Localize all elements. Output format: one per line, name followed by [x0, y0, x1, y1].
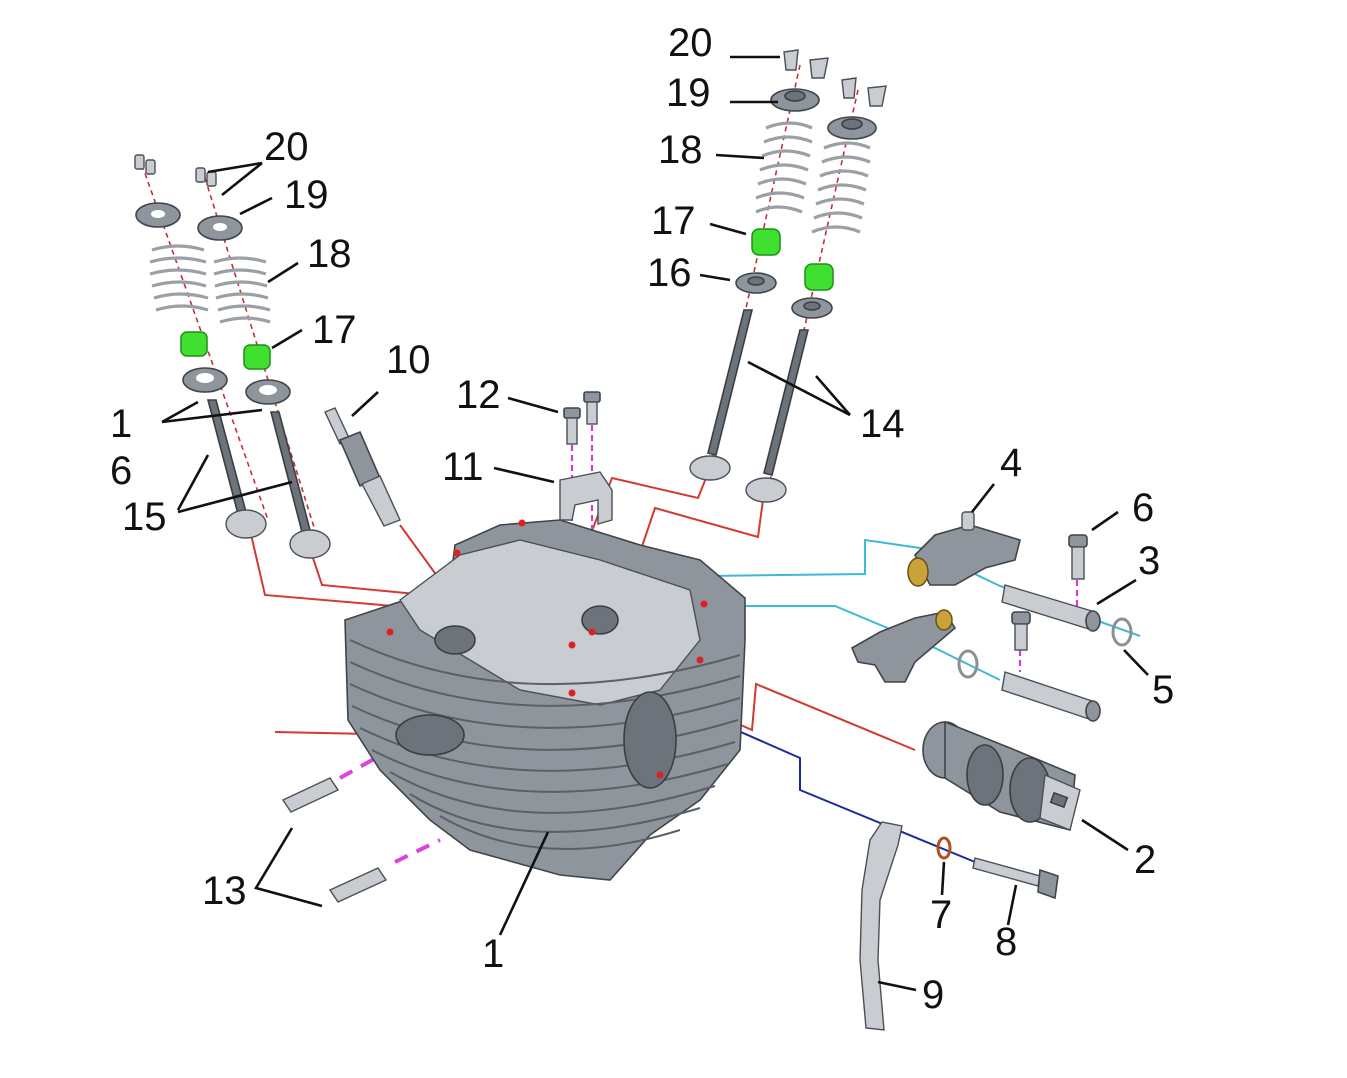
callout-4: 4 [1000, 441, 1022, 485]
bolt-icon [1011, 534, 1088, 651]
callout-13: 13 [202, 869, 247, 913]
callout-11: 11 [442, 445, 484, 489]
dowel-axis-upper [339, 748, 391, 780]
seal-icon [751, 228, 834, 291]
bolt-icon [972, 857, 1059, 900]
callout-8: 8 [995, 920, 1017, 964]
exhaust-port [623, 691, 677, 789]
seal-icon [180, 331, 271, 370]
callout-10: 10 [386, 338, 431, 382]
spark-plug-icon [324, 407, 401, 527]
valve-icon [689, 309, 810, 503]
chain-guide-icon [859, 821, 903, 1031]
callout-9: 9 [922, 973, 944, 1017]
callout-6-left: 6 [110, 449, 132, 493]
o-ring-icon [936, 836, 952, 860]
callout-18-right: 18 [658, 128, 703, 172]
o-ring-icon [957, 617, 1133, 679]
right-valve-assembly [689, 49, 887, 503]
cotter-icon [134, 154, 217, 187]
callout-19-right: 19 [666, 71, 711, 115]
callout-1-bottom: 1 [482, 932, 504, 976]
valve-pocket-right [581, 605, 619, 635]
intake-port [395, 714, 465, 756]
callout-14: 14 [860, 402, 905, 446]
shaft-icon [1001, 584, 1101, 722]
callout-20-right: 20 [668, 21, 713, 65]
rocker-arm-icon [850, 511, 1021, 683]
spring-icon [149, 244, 271, 324]
callout-15: 15 [122, 495, 167, 539]
callout-12: 12 [456, 373, 501, 417]
callout-18-left: 18 [307, 232, 352, 276]
dowel-pin-icon [281, 777, 388, 903]
washer-icon [182, 367, 291, 405]
callout-2: 2 [1134, 838, 1156, 882]
callout-7: 7 [930, 893, 952, 937]
camshaft-guide-line [724, 682, 916, 751]
callout-labels: 20 19 18 17 10 1 6 15 12 11 20 19 18 17 … [110, 21, 1174, 1017]
callout-3: 3 [1138, 539, 1160, 583]
bolt-icon [563, 391, 601, 445]
camshaft-icon [922, 720, 1081, 832]
dowel-axis-lower [394, 838, 441, 864]
retainer-icon [135, 202, 243, 241]
left-valve-assembly [134, 154, 331, 559]
valve-guide-line-right-1 [577, 476, 707, 569]
cotter-icon [783, 49, 887, 107]
retainer-icon [770, 88, 877, 140]
leader-lines [161, 55, 1149, 992]
spring-icon [755, 121, 871, 234]
callout-17-left: 17 [312, 308, 357, 352]
callout-5: 5 [1152, 668, 1174, 712]
callout-6-right: 6 [1132, 486, 1154, 530]
bracket-icon [559, 471, 613, 525]
callout-17-right: 17 [651, 199, 696, 243]
callout-16: 16 [647, 251, 692, 295]
washer-icon [735, 272, 833, 319]
spark-plug-guide-line [399, 524, 441, 581]
valve-pocket-left [434, 625, 476, 655]
callout-19-left: 19 [284, 173, 329, 217]
valve-icon [206, 399, 331, 559]
callout-20-left: 20 [264, 125, 309, 169]
cylinder-head-icon [344, 519, 746, 881]
callout-1-left: 1 [110, 402, 132, 446]
